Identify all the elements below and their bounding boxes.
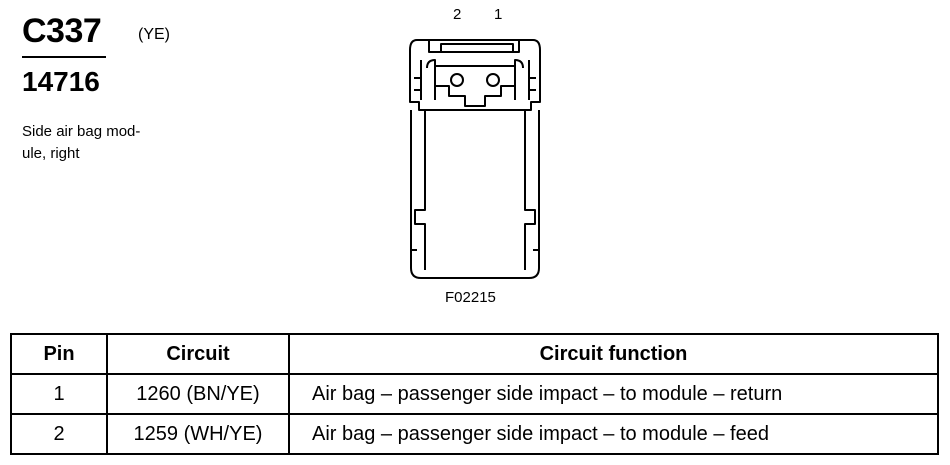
- connector-left-lock: [414, 59, 436, 100]
- pin-label-2: 2: [453, 6, 462, 23]
- terminal-cavity-1: [486, 73, 500, 87]
- figure-code: F02215: [445, 289, 496, 306]
- cell-function: Air bag – passenger side impact – to mod…: [288, 413, 939, 455]
- pin-label-1: 1: [494, 6, 503, 23]
- description-line-2: ule, right: [22, 145, 80, 162]
- connector-right-lock: [514, 59, 536, 100]
- cell-function: Air bag – passenger side impact – to mod…: [288, 373, 939, 415]
- description-line-1: Side air bag mod-: [22, 123, 141, 140]
- connector-id: C337: [22, 12, 102, 50]
- terminal-cavity-2: [450, 73, 464, 87]
- connector-latch-slot: [440, 43, 514, 53]
- cell-circuit: 1260 (BN/YE): [106, 373, 290, 415]
- header-circuit-function: Circuit function: [288, 333, 939, 375]
- pin-table: Pin Circuit Circuit function 1 1260 (BN/…: [10, 333, 939, 455]
- header-circuit: Circuit: [106, 333, 290, 375]
- connector-description: Side air bag mod- ule, right: [22, 121, 182, 165]
- cell-pin: 1: [10, 373, 108, 415]
- cell-circuit: 1259 (WH/YE): [106, 413, 290, 455]
- connector-left-rail: [414, 110, 426, 270]
- part-number: 14716: [22, 66, 100, 97]
- connector-left-notch: [410, 224, 417, 251]
- connector-right-notch: [533, 224, 540, 251]
- connector-rim: [428, 40, 520, 53]
- connector-housing-body: [410, 110, 540, 279]
- connector-right-rail: [524, 110, 536, 270]
- connector-color: (YE): [138, 26, 170, 43]
- table-row: 1 1260 (BN/YE) Air bag – passenger side …: [10, 373, 939, 415]
- header-pin: Pin: [10, 333, 108, 375]
- table-row: 2 1259 (WH/YE) Air bag – passenger side …: [10, 413, 939, 455]
- connector-housing-top: [409, 39, 541, 111]
- cell-pin: 2: [10, 413, 108, 455]
- table-header-row: Pin Circuit Circuit function: [10, 333, 939, 375]
- terminal-carrier: [434, 65, 516, 107]
- connector-face-drawing: [409, 39, 541, 279]
- title-divider: [22, 56, 106, 58]
